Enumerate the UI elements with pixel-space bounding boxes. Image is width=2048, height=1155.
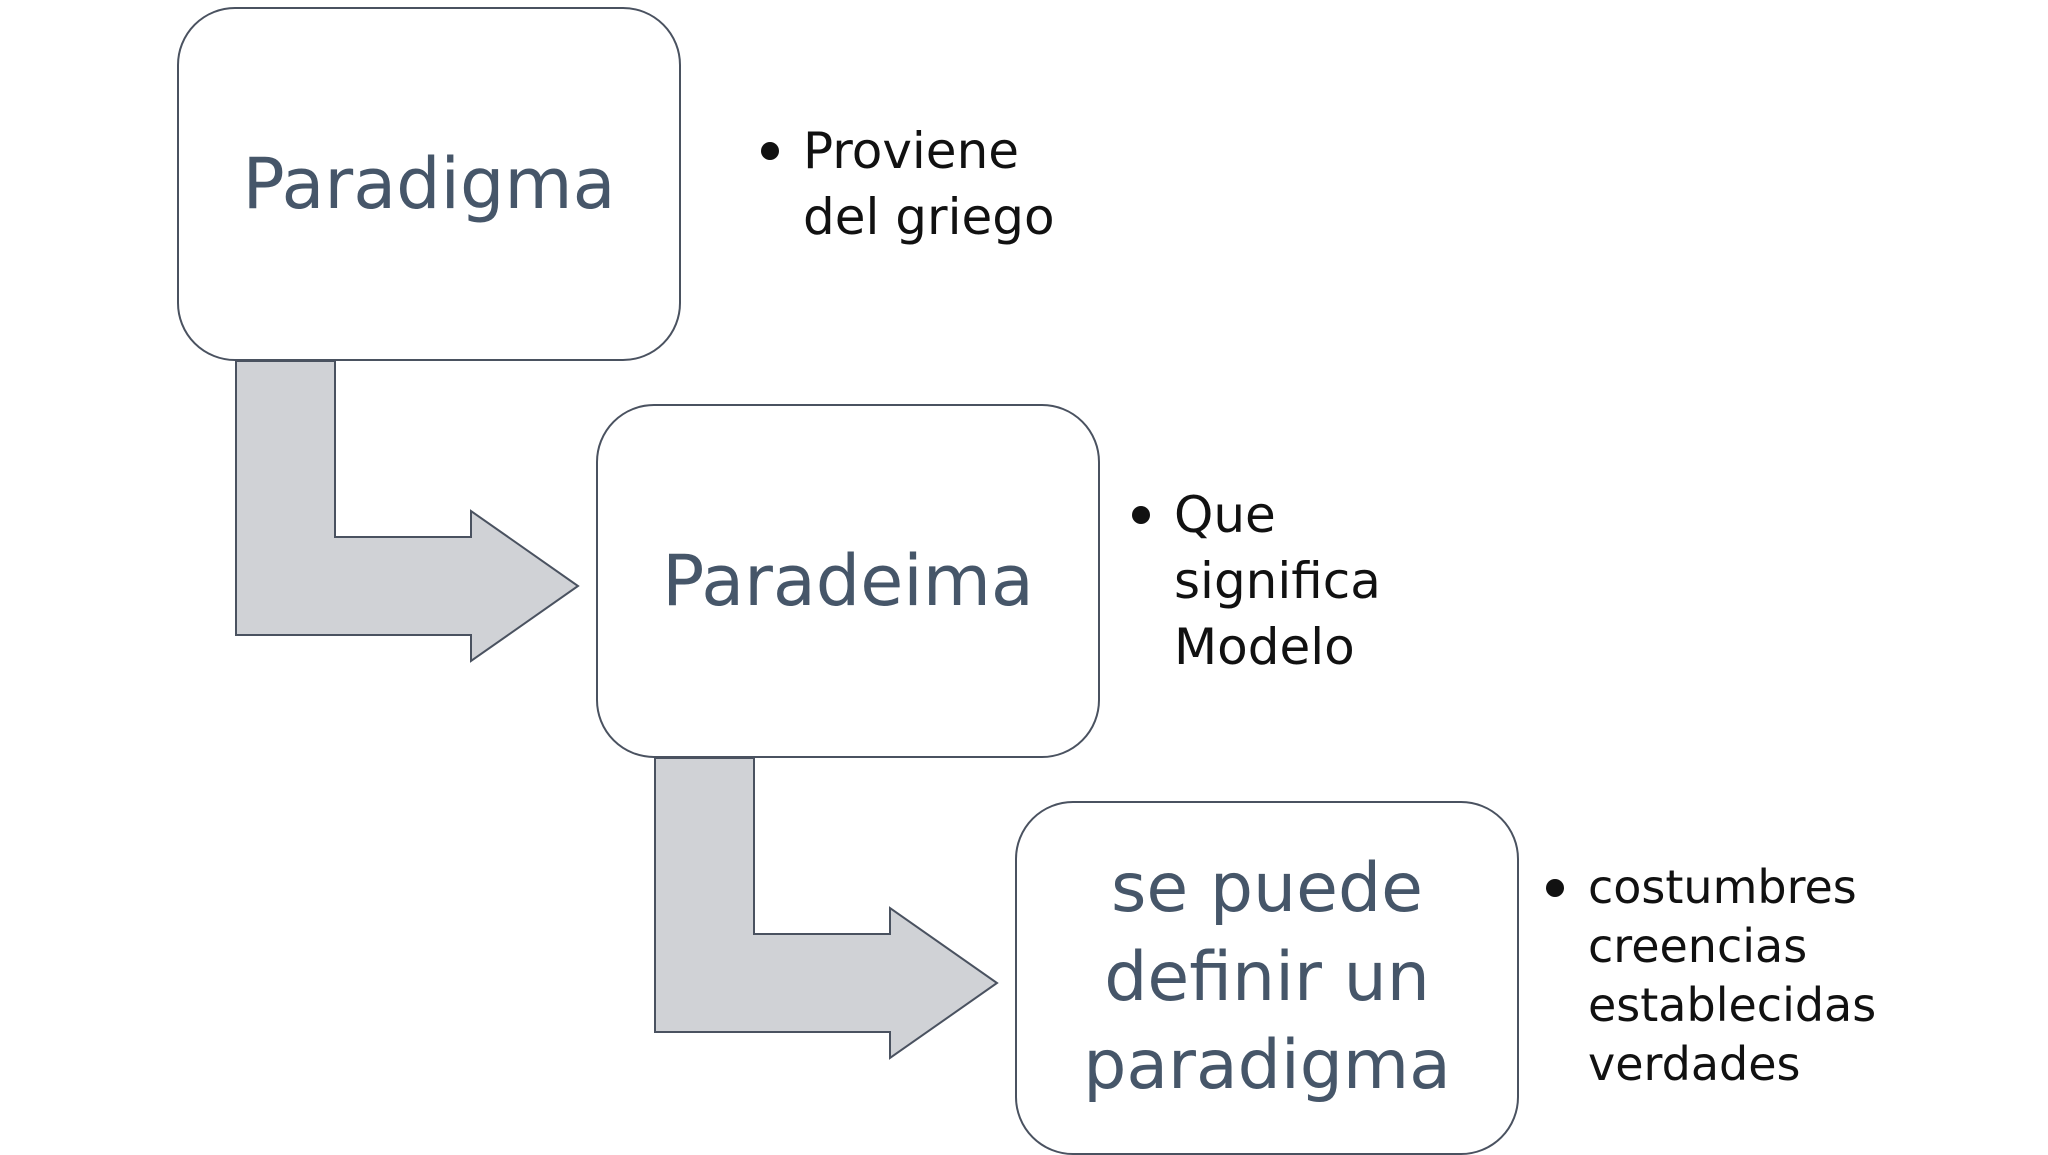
step-box-definicion: se puede definir un paradigma: [1015, 801, 1519, 1155]
step-label: Paradeima: [662, 540, 1034, 622]
step-box-paradeima: Paradeima: [596, 404, 1100, 758]
step-notes: costumbres creencias establecidas verdad…: [1546, 858, 1876, 1094]
step-notes: Que significa Modelo: [1132, 482, 1381, 680]
step-box-paradigma: Paradigma: [177, 7, 681, 361]
bullet-item: Proviene del griego: [761, 118, 1055, 250]
bullet-item: Que significa Modelo: [1132, 482, 1381, 680]
bent-arrow-2-to-3: [654, 757, 999, 1060]
step-label: se puede definir un paradigma: [1083, 849, 1451, 1106]
step-label: Paradigma: [242, 143, 616, 225]
bullet-item: costumbres creencias establecidas verdad…: [1546, 858, 1876, 1094]
step-notes: Proviene del griego: [761, 118, 1055, 250]
bent-arrow-1-to-2: [235, 360, 580, 663]
